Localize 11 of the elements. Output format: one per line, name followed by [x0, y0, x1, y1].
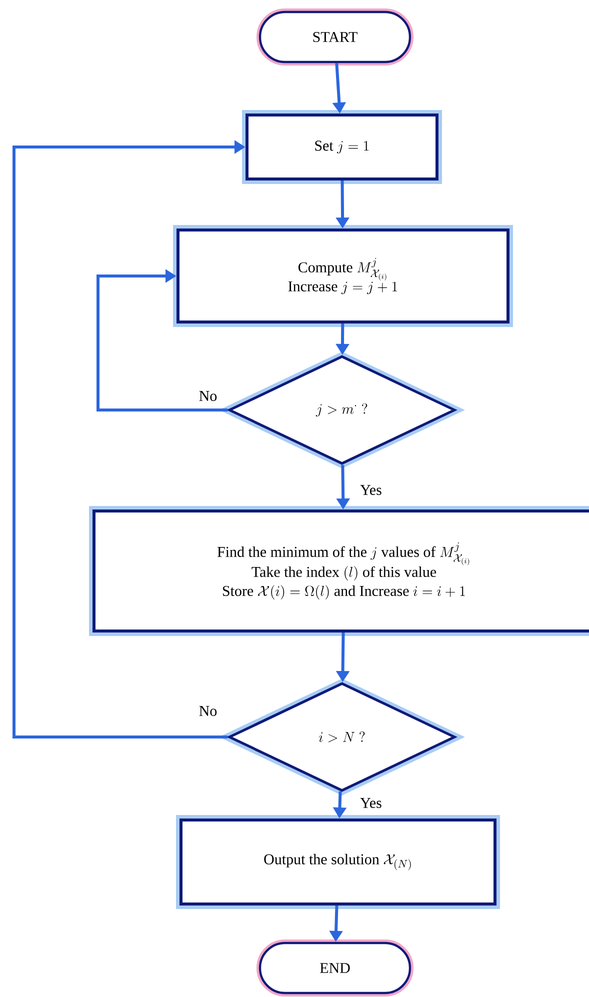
process-box: $\text{Output the solution } \mathcal{X}_{(N)}$	[176, 815, 500, 909]
edge-label: No	[198, 390, 218, 402]
terminal-box: START	[256, 8, 414, 66]
edge-label: Yes	[359, 797, 383, 809]
terminal-box: END	[256, 940, 414, 996]
edge-label: Yes	[359, 484, 383, 496]
process-box: $\text{Set } j = 1$	[242, 110, 442, 184]
process-box: $\text{Compute } M^{j}_{\mathcal{X}_{(i)}}$ $\text{Increase } j = j + 1$	[173, 225, 513, 327]
arrow	[96, 269, 228, 412]
edge-label: No	[198, 705, 218, 717]
process-box: $\text{Find the minimum of the } j \text{ values of } M^{j}_{\mathcal{X}_{(i)}}$ $\text{Take the index } (l) \text{ of this value}$ $\text{Store } \mathcal{X}(i) = \Omega(l) \text{ and Increase } i = i + 1$	[89, 506, 589, 636]
